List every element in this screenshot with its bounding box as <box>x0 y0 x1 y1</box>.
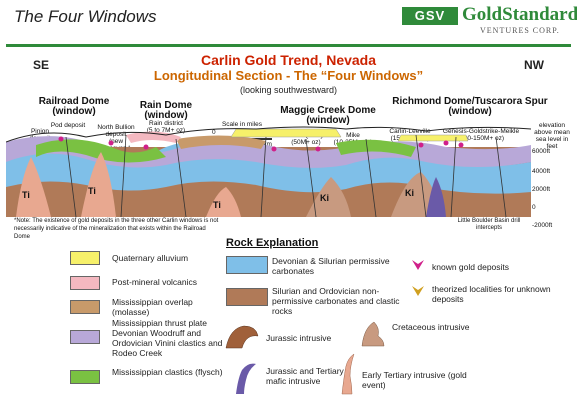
window-maggie-creek-dome: Maggie Creek Dome (window) <box>280 105 376 126</box>
intrusive-mafic <box>426 177 446 217</box>
legend-theorized: theorized localities for unknown deposit… <box>432 284 551 304</box>
deposit-rain: Rain district (5 to 7M+ oz) <box>146 120 186 134</box>
layer-alluvium-2 <box>397 134 469 142</box>
elev-2000: 2000ft <box>532 186 551 193</box>
layer-overlap <box>176 135 266 149</box>
window-railroad-dome: Railroad Dome (window) <box>38 96 110 117</box>
legend-early-tertiary: Early Tertiary intrusive (gold event) <box>362 370 467 390</box>
logo-mark: GSV <box>402 7 458 25</box>
legend-mafic-intrusive: Jurassic and Tertiary mafic intrusive <box>266 366 344 386</box>
intrusive-ki-1 <box>306 177 351 217</box>
legend-gold-deposits: known gold deposits <box>432 262 510 272</box>
fault-lines <box>65 134 507 217</box>
legend-overlap: Mississippian overlap (molasse) <box>112 297 193 317</box>
swatch-cretaceous <box>361 321 385 347</box>
swatch-volcanics <box>70 276 100 290</box>
label-ti-3: Ti <box>213 200 221 210</box>
cross-section <box>6 126 531 217</box>
swatch-flysch <box>70 370 100 384</box>
deposit-genesis-goldstrike: Genesis-Goldstrike-Meikle (100-150M+ oz) <box>442 128 520 142</box>
legend-volcanics: Post-mineral volcanics <box>112 277 198 287</box>
elev-minus-2000: -2000ft <box>532 222 553 229</box>
legend-cretaceous: Cretaceous intrusive <box>392 322 470 332</box>
layer-flysch-2 <box>336 139 416 157</box>
deposit-pod: Pod deposit <box>50 122 86 129</box>
header-rule <box>6 44 571 47</box>
legend-jurassic-intrusive: Jurassic intrusive <box>266 333 332 343</box>
legend-thrust-plate: Mississippian thrust plate Devonian Wood… <box>112 318 223 358</box>
intrusive-ti-1 <box>16 157 51 217</box>
legend-title: Rock Explanation <box>226 237 319 249</box>
swatch-mafic-intrusive <box>236 363 256 394</box>
window-richmond-dome: Richmond Dome/Tuscarora Spur (window) <box>392 96 548 117</box>
swatch-permissive <box>226 256 268 274</box>
swatch-theorized <box>412 286 424 296</box>
label-ti-1: Ti <box>22 190 30 200</box>
logo-subtitle: VENTURES CORP. <box>480 26 560 35</box>
swatch-early-tertiary <box>341 353 355 395</box>
swatch-overlap <box>70 300 100 314</box>
intrusive-ti-3 <box>206 187 241 217</box>
label-ti-2: Ti <box>88 186 96 196</box>
elev-0: 0 <box>532 204 536 211</box>
legend-flysch: Mississippian clastics (flysch) <box>112 367 223 377</box>
label-ki-1: Ki <box>320 193 329 203</box>
swatch-non-permissive <box>226 288 268 306</box>
layer-flysch <box>36 139 166 163</box>
legend-non-permissive: Silurian and Ordovician non-permissive c… <box>272 286 400 316</box>
elev-6000: 6000ft <box>532 148 551 155</box>
legend-permissive: Devonian & Silurian permissive carbonate… <box>272 256 390 276</box>
layer-alluvium <box>230 128 342 138</box>
window-rain-dome: Rain Dome (window) <box>139 100 193 121</box>
label-ki-2: Ki <box>405 188 414 198</box>
view-direction: (looking southwestward) <box>239 85 338 95</box>
intrusive-ti-2 <box>81 152 116 217</box>
drill-note: Little Boulder Basin drill intercepts <box>457 218 521 231</box>
direction-nw: NW <box>524 58 544 72</box>
elev-4000: 4000ft <box>532 168 551 175</box>
swatch-thrust-plate <box>70 330 100 344</box>
logo-name: GoldStandard <box>462 4 577 25</box>
gold-deposits <box>58 136 464 152</box>
footnote: *Note: The existence of gold deposits in… <box>14 218 219 240</box>
legend-alluvium: Quaternary alluvium <box>112 253 189 263</box>
swatch-alluvium <box>70 251 100 265</box>
slide-title: The Four Windows <box>14 7 157 26</box>
ground-surface <box>6 126 531 143</box>
scale-label: Scale in miles <box>221 121 263 128</box>
diagram-title: Carlin Gold Trend, Nevada <box>200 52 377 68</box>
swatch-jurassic-intrusive <box>225 325 259 349</box>
company-logo: GSV GoldStandard VENTURES CORP. <box>402 4 577 40</box>
diagram-subtitle: Longitudinal Section - The “Four Windows… <box>153 68 424 83</box>
swatch-gold-deposits <box>412 260 424 270</box>
elevation-note: elevation above mean sea level in feet <box>534 122 570 150</box>
direction-se: SE <box>33 58 50 72</box>
